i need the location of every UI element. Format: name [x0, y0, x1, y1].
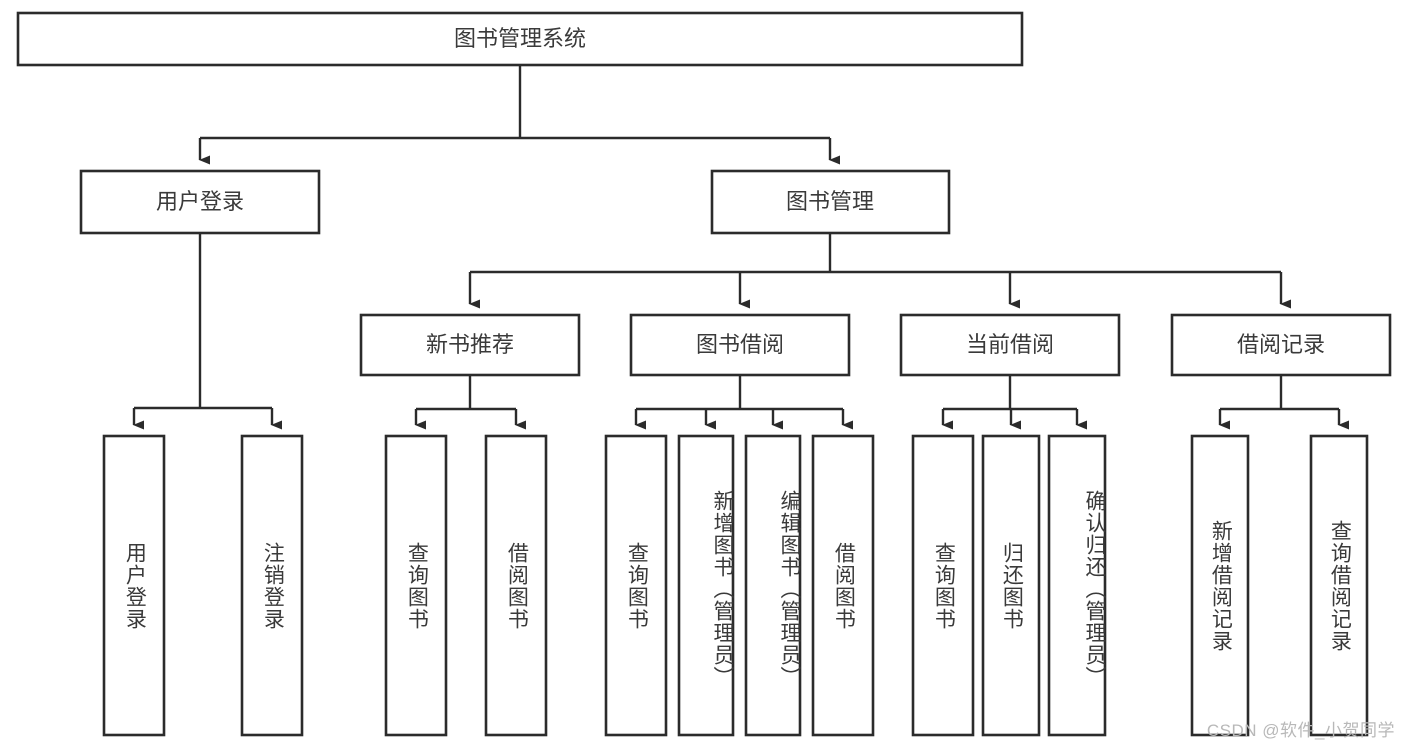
node-leaf-borrow-book-bb-box[interactable] [811, 434, 875, 737]
node-new-book-recommend-label: 新书推荐 [426, 332, 514, 357]
node-leaf-borrow-book-nbr-box[interactable] [484, 434, 548, 737]
node-leaf-query-record-box[interactable] [1309, 434, 1369, 737]
connector-group-borrow-record [1218, 375, 1349, 430]
node-user-login-label: 用户登录 [156, 189, 244, 214]
node-root-label: 图书管理系统 [454, 26, 586, 51]
node-leaf-query-book-nbr-box[interactable] [384, 434, 448, 737]
node-book-borrow-label: 图书借阅 [696, 332, 784, 357]
node-book-management-box[interactable] [710, 169, 951, 235]
node-borrow-record[interactable]: 借阅记录 [1170, 313, 1392, 377]
node-leaf-add-record-box[interactable] [1190, 434, 1250, 737]
node-current-borrow-label: 当前借阅 [966, 332, 1054, 357]
connector-group-user-login [132, 233, 282, 430]
node-borrow-record-label: 借阅记录 [1237, 332, 1325, 357]
node-leaf-query-book-cb-box[interactable] [911, 434, 975, 737]
node-new-book-recommend-box[interactable] [359, 313, 581, 377]
node-current-borrow-box[interactable] [899, 313, 1121, 377]
node-leaf-edit-book-box[interactable] [744, 434, 802, 737]
node-book-borrow-box[interactable] [629, 313, 851, 377]
node-user-login-box[interactable] [79, 169, 321, 235]
node-current-borrow[interactable]: 当前借阅 [899, 313, 1121, 377]
connector-group-book-management [468, 233, 1291, 309]
node-new-book-recommend[interactable]: 新书推荐 [359, 313, 581, 377]
connector-group-book-borrow [634, 375, 853, 430]
node-leaf-logout-box[interactable] [240, 434, 304, 737]
node-root-box[interactable] [16, 11, 1024, 67]
connector-group-new-book-recommend [414, 375, 526, 430]
node-leaf-add-book-box[interactable] [677, 434, 735, 737]
connector-group-root [198, 65, 840, 165]
node-borrow-record-box[interactable] [1170, 313, 1392, 377]
node-leaf-confirm-return-box[interactable] [1047, 434, 1107, 737]
node-book-borrow[interactable]: 图书借阅 [629, 313, 851, 377]
node-leaf-user-login-box[interactable] [102, 434, 166, 737]
connector-group-current-borrow [941, 375, 1087, 430]
node-leaf-query-book-bb-box[interactable] [604, 434, 668, 737]
node-root[interactable]: 图书管理系统 [16, 11, 1024, 67]
node-user-login[interactable]: 用户登录 [79, 169, 321, 235]
node-book-management[interactable]: 图书管理 [710, 169, 951, 235]
node-book-management-label: 图书管理 [786, 189, 874, 214]
csdn-watermark: CSDN @软件_小贺同学 [1206, 721, 1395, 740]
node-leaf-return-book-box[interactable] [981, 434, 1041, 737]
